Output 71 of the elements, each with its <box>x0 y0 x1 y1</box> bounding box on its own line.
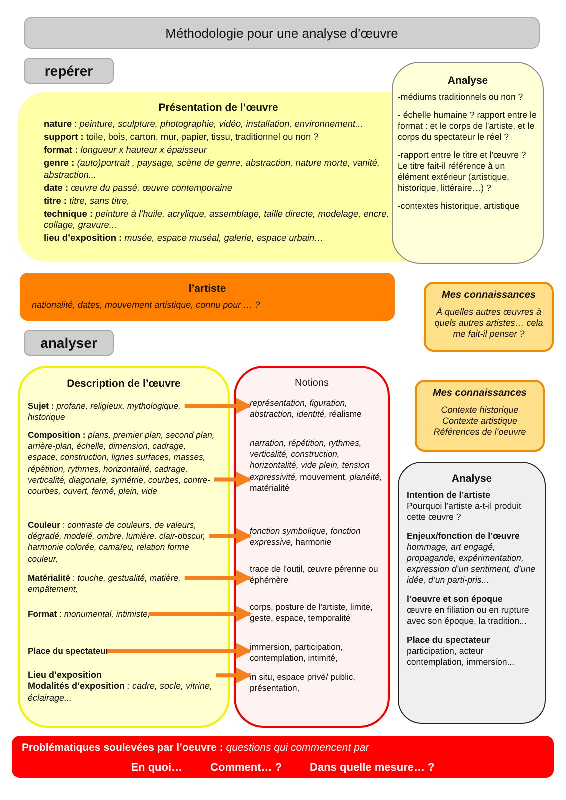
analysis-panel <box>392 62 544 264</box>
section-label: repérer <box>44 63 94 80</box>
body-text: fonction symbolique, fonction expressive, harmonie <box>250 526 386 548</box>
section-tab <box>24 330 114 356</box>
notions-panel <box>234 366 390 728</box>
section-tab <box>24 58 114 84</box>
body-text: genre : (auto)portrait , paysage, scène de genre, abstraction, nature morte, vanité, abstraction... <box>44 158 382 182</box>
body-text: support : toile, bois, carton, mur, papier, tissu, traditionnel ou non ? <box>44 132 320 144</box>
body-text: trace de l'outil, œuvre pérenne ou éphémère <box>250 564 386 586</box>
body-text: in situ, espace privé/ public, présentation, <box>250 672 386 694</box>
body-text: Modalités d’exposition : cadre, socle, vitrine, éclairage... <box>28 681 214 704</box>
subheading: Lieu d’exposition <box>28 670 104 682</box>
body-text: Problématiques soulevées par l’oeuvre : questions qui commencent par <box>22 742 370 756</box>
description-panel <box>18 366 230 728</box>
subheading: Dans quelle mesure… ? <box>310 762 435 776</box>
body-text: immersion, participation, contemplation, intimité, <box>250 642 386 664</box>
body-text: À quelles autres œuvres à quels autres artistes… cela me fait-il penser ? <box>434 306 544 340</box>
arrow <box>148 606 252 622</box>
body-text: nature : peinture, sculpture, photographie, vidéo, installation, environnement... <box>44 119 364 131</box>
subheading: En quoi… <box>131 762 183 776</box>
body-text: participation, acteur contemplation, immersion... <box>407 646 516 668</box>
subheading: Comment… ? <box>210 762 282 776</box>
body-text: Couleur : contraste de couleurs, de valeurs, dégradé, modelé, ombre, lumière, clair-obscur, harmonie colorée, camaïeu, relation forme couleur, <box>28 520 218 565</box>
body-text: Matérialité : touche, gestualité, matière, empâtement, <box>28 573 218 596</box>
heading: Mes connaissances <box>441 290 537 302</box>
body-text: hommage, art engagé, propagande, expérimentation, expression d’un sentiment, d’une idée, d’un parti-pris... <box>407 542 537 586</box>
subheading: Intention de l’artiste <box>407 490 492 502</box>
problems-banner <box>12 736 554 778</box>
heading: Description de l’œuvre <box>66 378 182 392</box>
subheading: l’oeuvre et son époque <box>407 594 504 605</box>
arrow <box>184 398 252 414</box>
body-text: -médiums traditionnels ou non ? <box>398 92 524 104</box>
arrow <box>214 472 252 488</box>
body-text: lieu d’exposition : musée, espace muséal, galerie, espace urbain… <box>44 233 325 245</box>
arrow <box>108 643 252 659</box>
subheading: Place du spectateur <box>28 646 110 658</box>
subheading: Place du spectateur <box>407 634 492 646</box>
arrow <box>216 668 252 684</box>
knowledge-panel <box>424 282 554 352</box>
arrow <box>184 570 252 586</box>
body-text: Format : monumental, intimiste, <box>28 609 150 620</box>
analysis-panel <box>398 462 546 724</box>
body-text: Pourquoi l’artiste a-t-il produit cette œuvre ? <box>407 501 522 524</box>
title-banner <box>24 17 540 49</box>
heading: Présentation de l’œuvre <box>158 102 280 116</box>
body-text: Sujet : profane, religieux, mythologique, historique <box>28 401 218 424</box>
body-text: œuvre en filiation ou en rupture avec son époque, la tradition... <box>407 604 530 627</box>
body-text: titre : titre, sans titre, <box>44 196 131 208</box>
body-text: représentation, figuration, abstraction, identité, réalisme <box>250 398 386 420</box>
subheading: Enjeux/fonction de l’œuvre <box>407 531 521 542</box>
knowledge-panel <box>415 380 545 452</box>
heading: Analyse <box>450 473 494 486</box>
heading: Mes connaissances <box>432 388 528 400</box>
body-text: format : longueur x hauteur x épaisseur <box>44 145 208 157</box>
title-text: Méthodologie pour une analyse d’œuvre <box>164 26 400 42</box>
arrow <box>210 528 252 544</box>
heading: l’artiste <box>188 283 228 296</box>
body-text: technique : peinture à l’huile, acrylique, assemblage, taille directe, modelage, encre, collage, gravure... <box>44 208 390 232</box>
body-text: date : œuvre du passé, œuvre contemporaine <box>44 182 234 194</box>
body-text: nationalité, dates, mouvement artistique, connu pour … ? <box>32 300 262 312</box>
body-text: - échelle humaine ? rapport entre le format : et le corps de l'artiste, et le corps du spectateur le réel ? <box>398 110 538 144</box>
body-text: narration, répétition, rythmes, verticalité, construction, horizontalité, vide plein, tension expressivité, mouvement, planéité, matérialité <box>250 438 386 494</box>
section-label: analyser <box>40 335 98 352</box>
body-text: corps, posture de l'artiste, limite, geste, espace, temporalité <box>250 602 386 624</box>
heading: Analyse <box>446 75 490 88</box>
body-text: Composition : plans, premier plan, second plan, arrière-plan, échelle, dimension, cadrage, espace, construction, lignes surfaces, masses, répétition, rythmes, horizontalité, cadrage, verticalité, diagonale, symétrie, courbes, contre-courbes, ouvert, fermé, plein, vide <box>28 430 218 498</box>
heading: Notions <box>294 378 330 390</box>
artist-panel <box>20 273 395 321</box>
body-text: Contexte historique Contexte artistique Références de l’oeuvre <box>432 404 528 438</box>
body-text: -contextes historique, artistique <box>398 201 521 212</box>
body-text: -rapport entre le titre et l'œuvre ? Le titre fait-il référence à un élément extérieur (artistique, historique, littéraire…) ? <box>398 150 528 194</box>
